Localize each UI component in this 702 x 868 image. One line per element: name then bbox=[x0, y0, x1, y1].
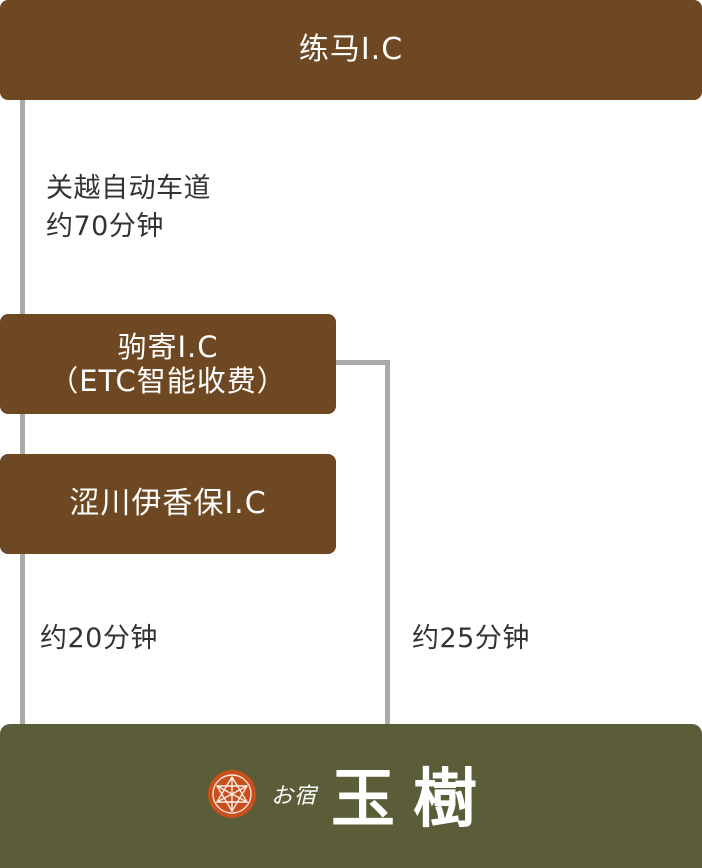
segment-shibukawa-time: 约20分钟 bbox=[40, 623, 158, 654]
crest-emblem-icon bbox=[207, 770, 256, 818]
segment-kanetsu-time: 约70分钟 bbox=[46, 211, 164, 242]
branch-route-vertical bbox=[385, 360, 390, 728]
segment-kanetsu-road: 关越自动车道 bbox=[46, 173, 211, 204]
destination-ryokan: お宿 玉樹 bbox=[0, 724, 702, 868]
node-komayose-sublabel: （ETC智能收费） bbox=[49, 364, 287, 398]
node-nerima-ic: 练马I.C bbox=[0, 0, 702, 100]
node-shibukawa-ic: 涩川伊香保I.C bbox=[0, 454, 336, 554]
node-komayose-ic: 驹寄I.C （ETC智能收费） bbox=[0, 314, 336, 414]
segment-komayose-time: 约25分钟 bbox=[412, 623, 530, 654]
logo-sub-text: お宿 bbox=[270, 784, 317, 809]
logo-name-text: 玉樹 bbox=[331, 762, 495, 837]
branch-route-horizontal bbox=[334, 360, 390, 365]
node-nerima-label: 练马I.C bbox=[298, 32, 404, 67]
node-komayose-label: 驹寄I.C bbox=[117, 330, 219, 364]
node-shibukawa-label: 涩川伊香保I.C bbox=[69, 486, 267, 521]
segment-kanetsu-label: 关越自动车道 约70分钟 bbox=[46, 170, 211, 246]
destination-logo: お宿 玉樹 bbox=[207, 748, 495, 840]
